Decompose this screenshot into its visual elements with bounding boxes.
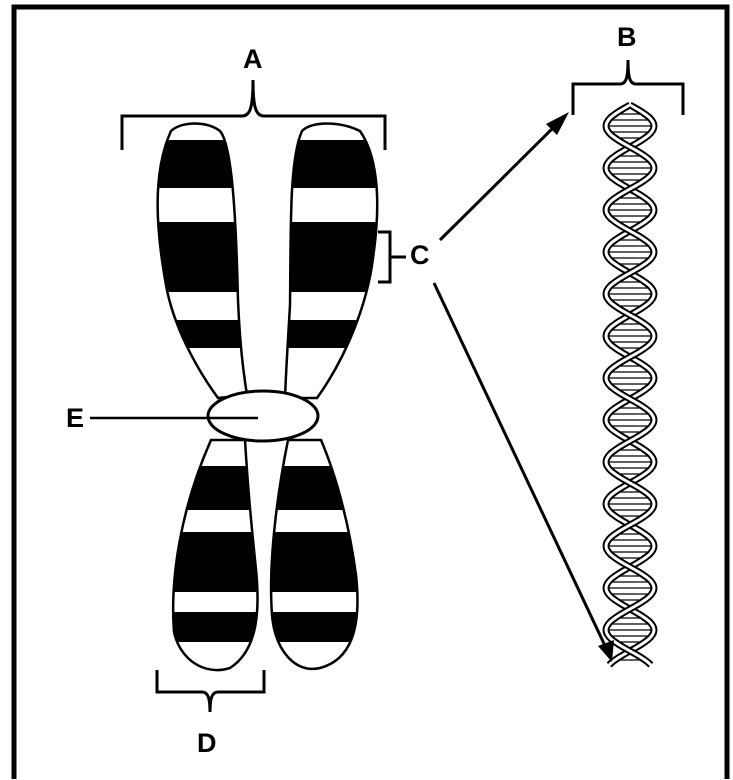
chromatid-arm-upper-left: [140, 124, 250, 399]
chromosome: [140, 124, 390, 671]
chromatid-arm-upper-right: [280, 124, 390, 399]
label-b: B: [617, 24, 637, 51]
chromatid-arm-lower-left: [160, 440, 270, 670]
label-d: D: [197, 730, 217, 757]
label-a: A: [243, 46, 263, 73]
arrow-to-bracket-b: [440, 112, 569, 240]
dna-double-helix: [606, 105, 654, 665]
bracket-c: [378, 232, 406, 282]
label-c: C: [410, 242, 430, 269]
chromatid-arm-lower-right: [265, 440, 375, 669]
bracket-d: [157, 670, 264, 712]
bracket-a: [122, 80, 385, 150]
arrow-to-dna-bottom: [434, 283, 614, 662]
centromere: [208, 391, 318, 441]
label-e: E: [66, 405, 84, 432]
